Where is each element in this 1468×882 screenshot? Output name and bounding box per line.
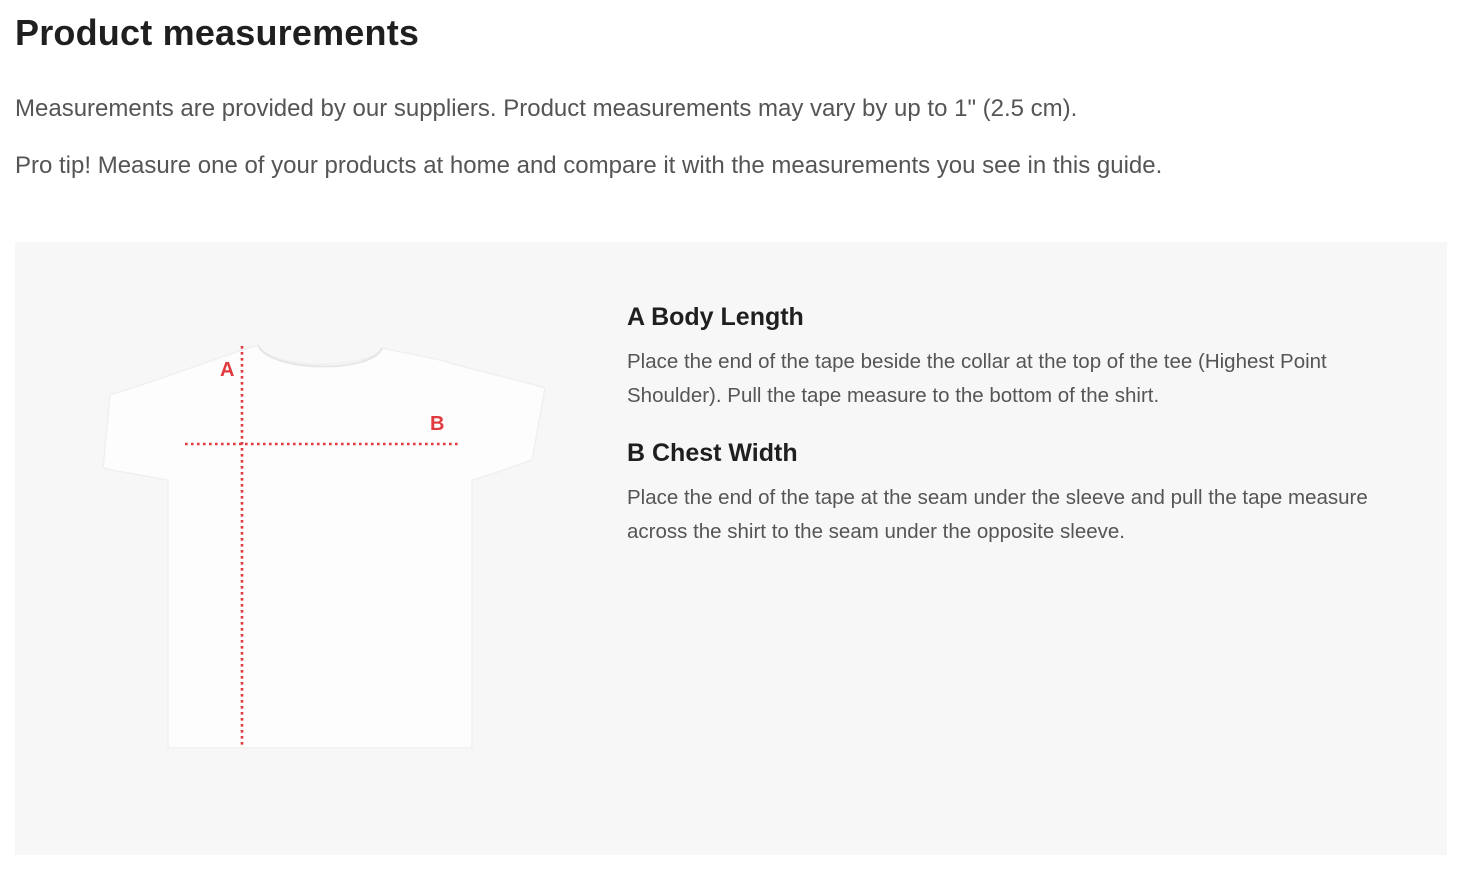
measurement-guide-panel: A B A Body Length Place the end of the t…: [15, 242, 1447, 855]
definition-text: Place the end of the tape at the seam un…: [627, 486, 1368, 543]
intro-text-suppliers: Measurements are provided by our supplie…: [15, 95, 1078, 122]
measurement-definitions: A Body Length Place the end of the tape …: [627, 297, 1427, 549]
tshirt-collar: [257, 344, 383, 368]
definition-title: B Chest Width: [627, 439, 798, 467]
label-a: A: [220, 359, 234, 381]
tshirt-measurement-figure: A B: [100, 340, 560, 760]
page-title: Product measurements: [15, 12, 420, 53]
definition-chest-width: B Chest Width Place the end of the tape …: [627, 433, 1427, 549]
definition-title: A Body Length: [627, 303, 804, 331]
label-b: B: [430, 413, 444, 435]
tshirt-shape: [102, 344, 546, 749]
definition-text: Place the end of the tape beside the col…: [627, 350, 1327, 407]
tshirt-illustration: A B: [102, 344, 546, 749]
intro-text-pro-tip: Pro tip! Measure one of your products at…: [15, 152, 1163, 179]
definition-body-length: A Body Length Place the end of the tape …: [627, 297, 1427, 413]
